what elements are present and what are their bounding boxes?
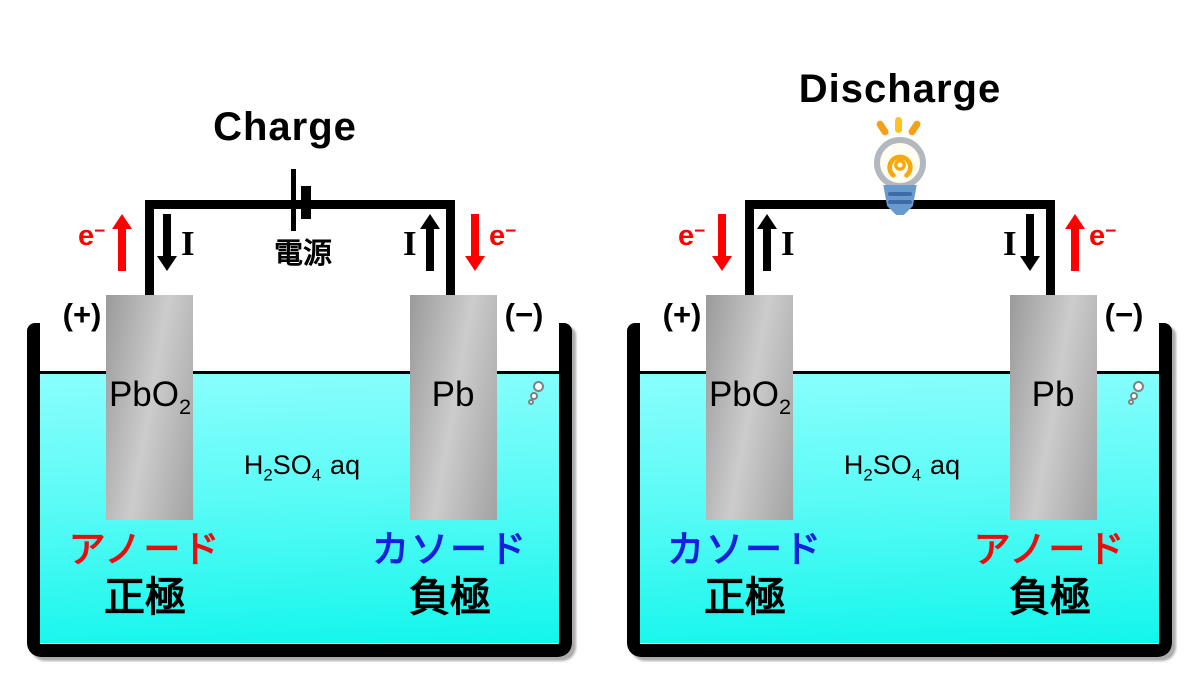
discharge-left-electron-label: e− bbox=[678, 220, 706, 252]
charge-right-electron-label: e− bbox=[489, 220, 517, 252]
discharge-left-role-label: カソード bbox=[667, 529, 823, 570]
discharge-left-electrode-pbo2 bbox=[706, 295, 793, 520]
discharge-plus-label: (+) bbox=[662, 297, 702, 332]
charge-right-electron-arrow-down-icon bbox=[465, 214, 485, 271]
bubble-icon bbox=[1133, 381, 1144, 392]
discharge-wire-left-vertical bbox=[745, 200, 754, 297]
charge-minus-label: (−) bbox=[504, 297, 544, 332]
charge-right-polarity-name: 負極 bbox=[409, 574, 491, 620]
charge-plus-label: (+) bbox=[62, 297, 102, 332]
bubble-icon bbox=[1128, 399, 1134, 405]
discharge-right-current-arrow-down-icon bbox=[1020, 214, 1040, 271]
discharge-right-role-label: アノード bbox=[973, 529, 1127, 570]
battery-symbol-short-plate-icon bbox=[301, 186, 311, 219]
discharge-wire-right-vertical bbox=[1046, 200, 1055, 297]
charge-left-electron-arrow-up-icon bbox=[112, 214, 132, 271]
discharge-left-material-label: PbO2 bbox=[708, 375, 792, 419]
charge-left-polarity-name: 正極 bbox=[104, 574, 186, 620]
bulb-ray-right-icon bbox=[907, 119, 922, 137]
discharge-left-current-arrow-up-icon bbox=[757, 214, 777, 271]
discharge-title: Discharge bbox=[798, 67, 1002, 111]
charge-tank bbox=[27, 323, 572, 657]
discharge-right-electron-label: e− bbox=[1089, 220, 1117, 252]
charge-wire-horizontal bbox=[145, 200, 455, 209]
charge-left-role-label: アノード bbox=[68, 529, 222, 570]
discharge-right-electrode-pb bbox=[1010, 295, 1097, 520]
charge-right-material-label: Pb bbox=[431, 375, 475, 414]
bulb-ray-left-icon bbox=[875, 119, 890, 137]
charge-wire-left-vertical bbox=[145, 200, 154, 297]
charge-right-current-arrow-up-icon bbox=[420, 214, 440, 271]
bubble-icon bbox=[533, 381, 544, 392]
charge-left-current-arrow-down-icon bbox=[157, 214, 177, 271]
charge-left-material-label: PbO2 bbox=[108, 375, 192, 419]
bubble-icon bbox=[530, 392, 538, 400]
charge-title: Charge bbox=[213, 105, 357, 149]
bubble-icon bbox=[528, 399, 534, 405]
charge-right-current-label: I bbox=[403, 224, 417, 263]
discharge-left-current-label: I bbox=[781, 224, 795, 263]
battery-symbol-long-plate-icon bbox=[291, 169, 296, 231]
charge-wire-right-vertical bbox=[446, 200, 455, 297]
discharge-minus-label: (−) bbox=[1104, 297, 1144, 332]
discharge-right-polarity-name: 負極 bbox=[1009, 574, 1091, 620]
power-source-label: 電源 bbox=[273, 238, 332, 270]
discharge-right-current-label: I bbox=[1003, 224, 1017, 263]
bubble-icon bbox=[1130, 392, 1138, 400]
discharge-left-polarity-name: 正極 bbox=[704, 574, 786, 620]
charge-left-electrode-pbo2 bbox=[106, 295, 193, 520]
charge-right-electrode-pb bbox=[410, 295, 497, 520]
charge-right-role-label: カソード bbox=[372, 529, 528, 570]
bulb-ray-center-icon bbox=[895, 117, 902, 133]
discharge-left-electron-arrow-down-icon bbox=[712, 214, 732, 271]
bulb-base-icon bbox=[883, 185, 917, 215]
discharge-tank bbox=[627, 323, 1172, 657]
discharge-right-material-label: Pb bbox=[1031, 375, 1075, 414]
charge-left-current-label: I bbox=[181, 224, 195, 263]
discharge-right-electron-arrow-up-icon bbox=[1065, 214, 1085, 271]
bulb-filament-icon bbox=[887, 154, 913, 178]
charge-left-electron-label: e− bbox=[78, 220, 106, 252]
